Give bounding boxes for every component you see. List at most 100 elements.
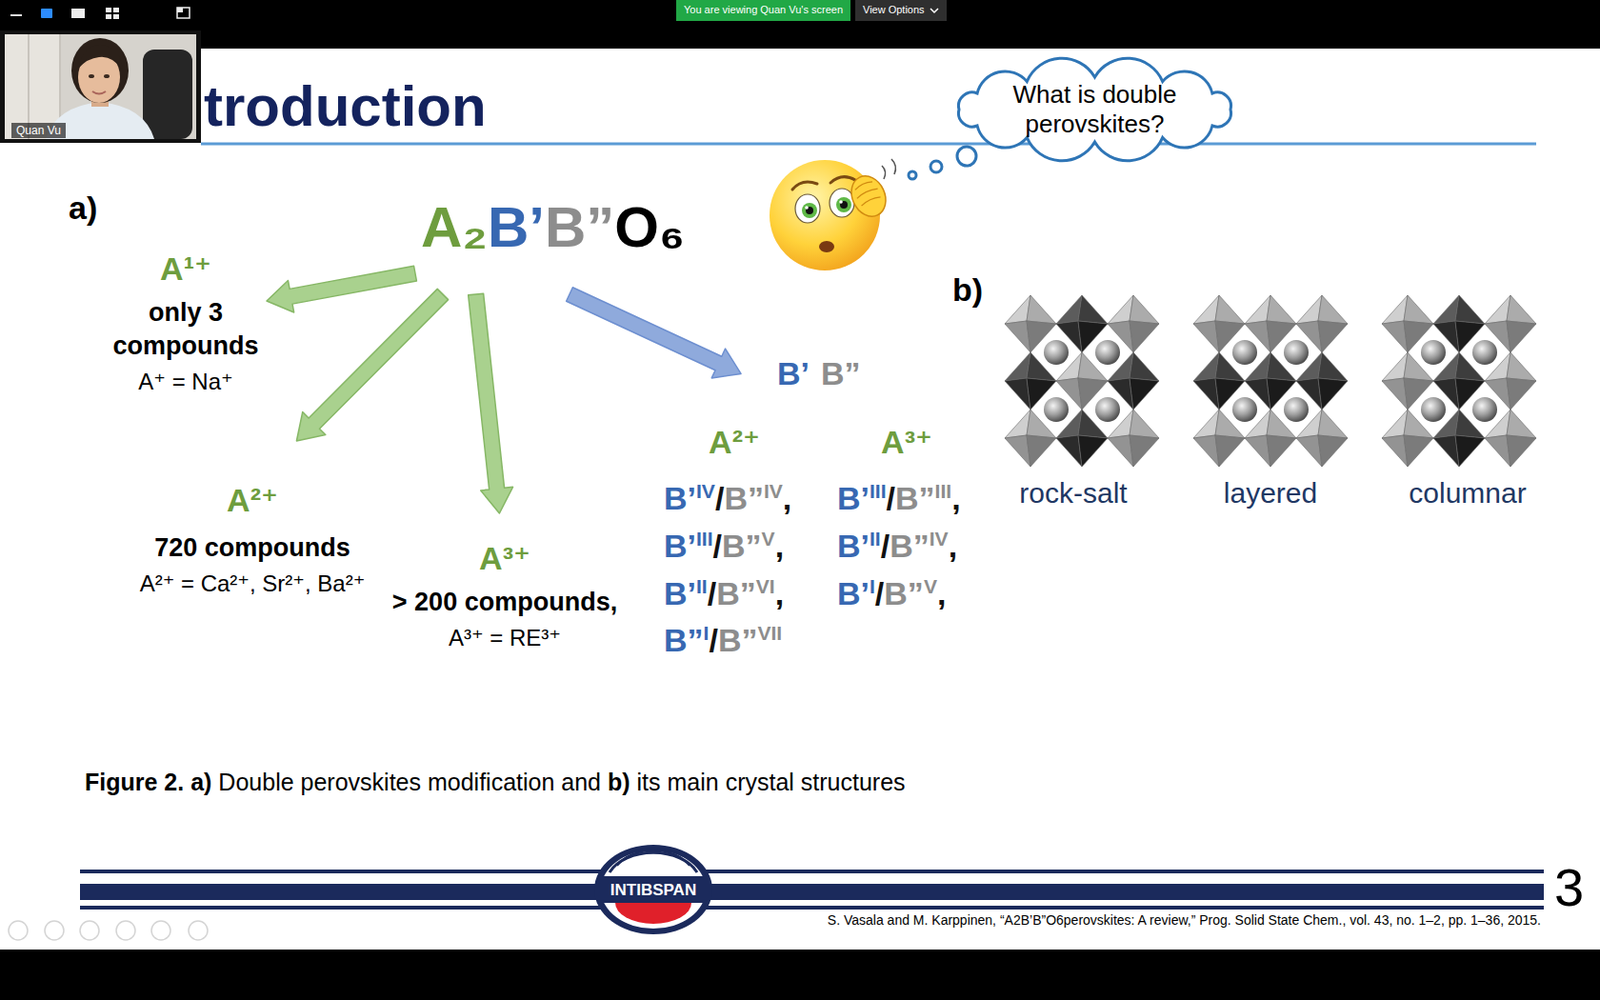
octahedron: [1433, 352, 1485, 410]
thinking-emoji: [804, 205, 809, 210]
page-number: 3: [1554, 855, 1584, 920]
octahedron-face: [1129, 352, 1160, 381]
octahedron-face: [1403, 409, 1434, 439]
octahedron: [1433, 409, 1485, 467]
chevron-icon: [929, 6, 940, 15]
formula: A₂B’B”O₆: [415, 190, 691, 295]
b-site-pair: B”I/B”VII: [663, 620, 782, 660]
octahedron: [1433, 295, 1485, 353]
octahedron-face: [1266, 409, 1297, 439]
octahedron-face: [1318, 352, 1348, 381]
text-run: /: [707, 575, 717, 612]
octahedron-face: [1026, 409, 1057, 439]
octahedron-face: [1056, 320, 1082, 353]
cloud-outline: [959, 58, 1232, 160]
text-run: [294, 768, 301, 796]
thinking-emoji: [819, 240, 835, 253]
text-run: B”: [895, 480, 936, 517]
b-site-pair: B’II/B”VI,: [663, 574, 784, 614]
text-run: V: [761, 527, 776, 550]
window-icons: [71, 8, 85, 19]
text-run: [630, 768, 638, 796]
text-run: Figure: [84, 768, 158, 796]
octahedron-face: [1266, 352, 1297, 381]
thinking-emoji: [852, 179, 881, 206]
octahedron-face: [1296, 378, 1322, 410]
logo-emblem: [594, 844, 713, 935]
text-run: B”: [663, 621, 704, 659]
slideshow-toolbar: [8, 920, 28, 940]
octahedron: [1244, 409, 1297, 467]
octahedron: [1056, 352, 1108, 410]
octahedron-face: [1244, 320, 1271, 353]
octahedron: [1244, 295, 1297, 353]
octahedron-face: [1455, 378, 1485, 410]
column-heading: A²⁺: [696, 422, 773, 462]
octahedron-face: [1403, 295, 1434, 324]
octahedron: [1484, 409, 1537, 467]
text-run: IV: [763, 480, 783, 502]
octahedron-face: [1318, 295, 1348, 324]
window-icons: [10, 14, 22, 17]
cation-list: A²⁺ = Ca²⁺, Sr²⁺, Ba²⁺: [114, 568, 391, 599]
text-run: 2.: [163, 768, 184, 796]
cation-group: A²⁺720 compoundsA²⁺ = Ca²⁺, Sr²⁺, Ba²⁺: [114, 440, 391, 599]
text-run: B”: [721, 527, 762, 564]
text-run: I: [703, 621, 710, 644]
b-site-pair: B’II/B”IV,: [837, 526, 958, 566]
text-run: VI: [756, 575, 776, 598]
block-arrow: [566, 287, 741, 379]
octahedron-face: [1215, 352, 1245, 381]
compound-count: only 3 compounds: [104, 296, 267, 363]
octahedron-face: [1107, 435, 1134, 467]
octahedron-face: [1078, 352, 1108, 381]
text-run: modification: [427, 768, 555, 796]
octahedron-face: [1026, 320, 1057, 353]
octahedron-face: [1026, 352, 1057, 381]
logo-emblem: [617, 850, 690, 866]
banner-text: You are viewing Quan Vu's screen: [683, 3, 843, 17]
text-run: /: [886, 480, 896, 517]
octahedron-face: [1506, 378, 1537, 410]
octahedron-face: [1193, 435, 1220, 467]
text-run: /: [708, 621, 718, 659]
formula-part: A₂: [420, 194, 488, 260]
octahedron-face: [1433, 320, 1460, 353]
octahedron-face: [1129, 409, 1160, 439]
a-site-sphere: [1472, 397, 1498, 422]
figure-caption: Figure 2. a) Double perovskites modifica…: [84, 767, 906, 797]
thinking-emoji: [795, 194, 820, 223]
cation-group: A³⁺> 200 compounds,A³⁺ = RE³⁺: [371, 513, 639, 653]
thinking-emoji: [801, 202, 818, 219]
a-site-sphere: [1420, 340, 1446, 365]
octahedron-face: [1129, 435, 1160, 467]
slide-ground: [0, 48, 1600, 950]
octahedron: [1296, 352, 1348, 410]
octahedron-face: [1318, 435, 1348, 467]
octahedron-face: [1215, 435, 1245, 467]
octahedron-face: [1129, 295, 1160, 324]
window-icons: [105, 7, 112, 13]
b-site-pair: B’III/B”V,: [663, 526, 784, 566]
cation-list: A⁺ = Na⁺: [104, 366, 267, 397]
text-run: [211, 768, 219, 796]
footer-bands: [80, 869, 1544, 874]
logo-emblem: [598, 876, 709, 903]
b-site-node: B’B”: [740, 352, 867, 396]
a-site-sphere: [1095, 397, 1120, 422]
thinking-emoji: [769, 159, 896, 271]
slideshow-toolbar: [188, 920, 208, 940]
text-run: B’: [837, 527, 870, 564]
slideshow-toolbar: [151, 920, 171, 940]
text-run: /: [875, 575, 884, 612]
cation-heading: A³⁺: [371, 539, 639, 579]
video-thumbnail: [71, 38, 129, 103]
octahedron-face: [1381, 435, 1408, 467]
block-arrow: [468, 293, 514, 514]
status-banner: You are viewing Quan Vu's screen: [676, 0, 851, 21]
thought-trail: [908, 171, 917, 180]
text-run: [420, 768, 428, 796]
octahedron-face: [1193, 320, 1220, 353]
text-run: III: [696, 527, 714, 550]
octahedron-face: [1266, 435, 1297, 467]
